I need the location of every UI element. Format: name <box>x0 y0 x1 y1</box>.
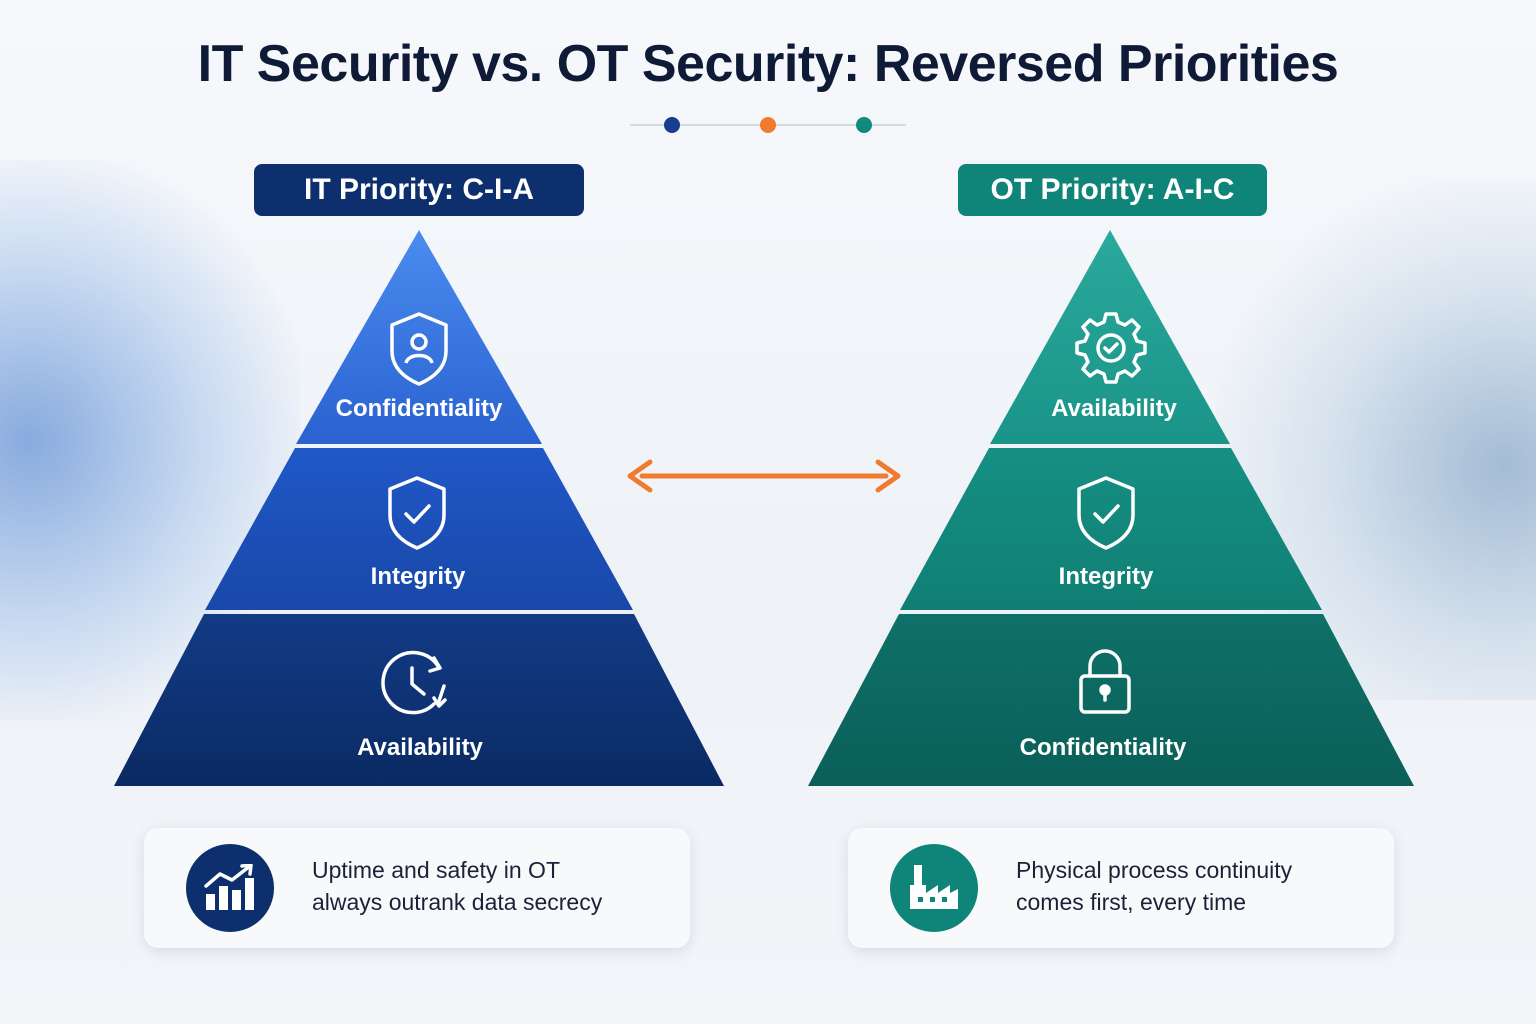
divider-dot-teal <box>856 117 872 133</box>
divider-dot-blue <box>664 117 680 133</box>
ot-card-line-2: comes first, every time <box>1016 889 1247 915</box>
bar-chart-growth-icon <box>186 844 274 932</box>
it-tier-middle <box>205 448 633 610</box>
shield-check-icon <box>388 476 446 550</box>
it-priority-badge: IT Priority: C-I-A <box>254 164 584 216</box>
divider-dot-orange <box>760 117 776 133</box>
ot-tier-middle <box>900 448 1322 610</box>
ot-pyramid: Availability Integrity Confidentiality <box>808 230 1414 786</box>
ot-tier-bottom-label: Confidentiality <box>1020 734 1187 761</box>
ot-tier-middle-label: Integrity <box>1059 563 1154 590</box>
padlock-icon <box>1079 649 1131 714</box>
ot-tier-top <box>990 230 1230 444</box>
it-card-line-1: Uptime and safety in OT <box>312 857 560 883</box>
it-card-text: Uptime and safety in OT always outrank d… <box>312 854 672 918</box>
it-tier-top-label: Confidentiality <box>336 395 503 422</box>
it-tier-bottom-label: Availability <box>357 734 483 761</box>
ot-card-line-1: Physical process continuity <box>1016 857 1293 883</box>
it-tier-top <box>296 230 542 444</box>
ot-priority-badge: OT Priority: A-I-C <box>958 164 1267 216</box>
ot-tier-top-label: Availability <box>1051 395 1177 422</box>
clock-sync-icon <box>381 650 447 715</box>
it-pyramid: Confidentiality Integrity Availability <box>114 230 724 786</box>
shield-check-icon <box>1077 476 1135 550</box>
double-arrow-icon <box>627 459 901 493</box>
it-summary-card: Uptime and safety in OT always outrank d… <box>144 828 690 948</box>
it-card-line-2: always outrank data secrecy <box>312 889 603 915</box>
it-tier-bottom <box>114 614 724 786</box>
gear-check-icon <box>1075 312 1147 384</box>
ot-industrial-plant-background <box>1216 180 1536 700</box>
ot-card-text: Physical process continuity comes first,… <box>1016 854 1376 918</box>
ot-tier-bottom <box>808 614 1414 786</box>
shield-user-icon <box>390 312 448 386</box>
factory-icon <box>890 844 978 932</box>
it-tier-middle-label: Integrity <box>371 563 466 590</box>
ot-summary-card: Physical process continuity comes first,… <box>848 828 1394 948</box>
page-title: IT Security vs. OT Security: Reversed Pr… <box>197 35 1339 93</box>
title-divider <box>630 117 906 133</box>
